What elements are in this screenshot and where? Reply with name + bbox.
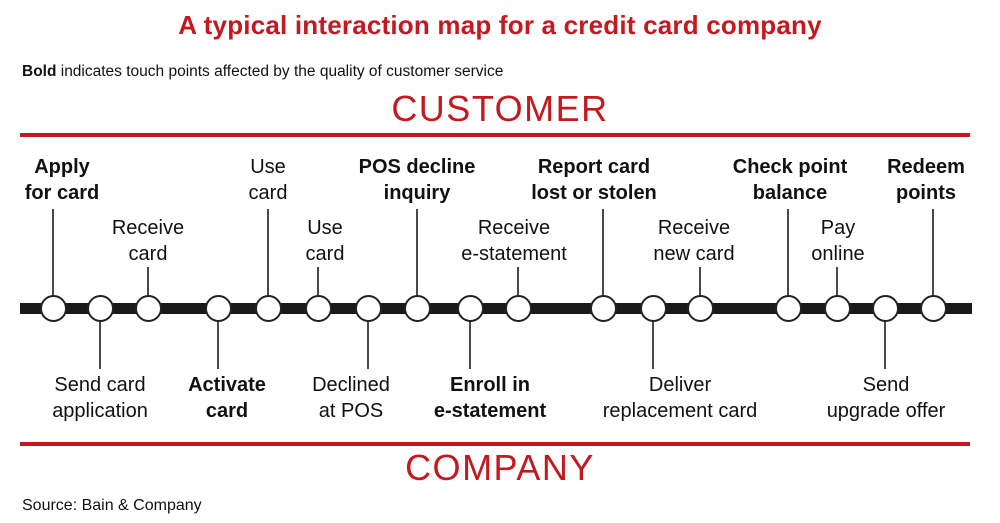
node-circle [504, 295, 532, 322]
node-label-line: balance [752, 182, 828, 204]
node-label-line: Pay [820, 217, 856, 239]
node-label-line: Receive [111, 217, 185, 239]
node-label-line: Declined [312, 374, 390, 396]
node-label-line: e-statement [461, 243, 567, 265]
node-label: Redeem points [887, 154, 965, 206]
node-circle [304, 295, 332, 322]
node-connector [267, 209, 269, 296]
node-connector [367, 321, 369, 369]
node-label-line: upgrade offer [826, 400, 946, 422]
node-label-line: Enroll in [449, 374, 530, 396]
node-connector [217, 321, 219, 369]
node-label-line: card [205, 400, 249, 422]
company-heading: COMPANY [405, 447, 595, 488]
node-circle [354, 295, 382, 322]
node-connector [517, 267, 519, 296]
node-label: Pay online [811, 215, 864, 267]
node-label-line: Deliver [648, 374, 712, 396]
node-circle [39, 295, 67, 322]
node-label-line: Receive [477, 217, 551, 239]
node-connector [52, 209, 54, 296]
node-label-line: card [248, 182, 288, 204]
customer-heading: CUSTOMER [391, 88, 609, 129]
node-circle [589, 295, 617, 322]
node-label-line: points [896, 182, 956, 204]
node-label: Use card [306, 215, 345, 267]
node-label: Send upgrade offer [827, 372, 946, 424]
node-label-line: Report card [537, 156, 651, 178]
legend-text: indicates touch points affected by the q… [56, 63, 504, 80]
node-label: Receive card [112, 215, 184, 267]
node-label: Enroll in e-statement [434, 372, 546, 424]
node-circle [639, 295, 667, 322]
node-label-line: card [305, 243, 345, 265]
source-note: Source: Bain & Company [22, 497, 202, 514]
node-circle [686, 295, 714, 322]
node-connector [147, 267, 149, 296]
node-circle [774, 295, 802, 322]
node-circle [204, 295, 232, 322]
node-label: Report card lost or stolen [531, 154, 657, 206]
legend-bold-word: Bold [22, 63, 57, 80]
node-connector [932, 209, 934, 296]
node-circle [254, 295, 282, 322]
node-label-line: inquiry [383, 182, 451, 204]
node-connector [652, 321, 654, 369]
node-connector [836, 267, 838, 296]
node-circle [871, 295, 899, 322]
node-connector [416, 209, 418, 296]
node-connector [99, 321, 101, 369]
node-circle [456, 295, 484, 322]
node-label-line: POS decline [358, 156, 476, 178]
timeline-bar [20, 303, 972, 314]
node-label-line: Send [862, 374, 910, 396]
node-label-line: e-statement [433, 400, 547, 422]
node-label: Check point balance [733, 154, 847, 206]
company-divider [20, 442, 970, 446]
node-label-line: Send card [54, 374, 146, 396]
node-label-line: replacement card [602, 400, 758, 422]
node-label-line: Use [307, 217, 343, 239]
node-label: Activate card [188, 372, 266, 424]
node-label: Deliver replacement card [603, 372, 758, 424]
node-label-line: online [811, 243, 865, 265]
node-label-line: lost or stolen [531, 182, 657, 204]
node-label-line: for card [24, 182, 100, 204]
legend-note: Bold indicates touch points affected by … [22, 63, 503, 81]
node-connector [884, 321, 886, 369]
node-label-line: Apply [34, 156, 90, 178]
node-circle [134, 295, 162, 322]
node-connector [469, 321, 471, 369]
node-circle [919, 295, 947, 322]
page-title: A typical interaction map for a credit c… [178, 10, 822, 40]
customer-divider [20, 133, 970, 137]
node-connector [699, 267, 701, 296]
node-label: Receive new card [653, 215, 734, 267]
node-label: POS decline inquiry [359, 154, 476, 206]
node-label-line: Receive [657, 217, 731, 239]
node-label-line: at POS [318, 400, 384, 422]
node-label-line: Activate [188, 374, 266, 396]
node-connector [602, 209, 604, 296]
node-label-line: Redeem [887, 156, 965, 178]
node-label: Apply for card [25, 154, 99, 206]
node-connector [787, 209, 789, 296]
node-circle [403, 295, 431, 322]
node-label: Receive e-statement [461, 215, 567, 267]
node-label-line: card [128, 243, 168, 265]
node-circle [86, 295, 114, 322]
node-label-line: Use [250, 156, 286, 178]
node-label-line: application [52, 400, 148, 422]
node-label: Send card application [52, 372, 148, 424]
node-label: Declined at POS [312, 372, 390, 424]
node-label-line: Check point [732, 156, 848, 178]
node-label-line: new card [653, 243, 735, 265]
node-circle [823, 295, 851, 322]
node-label: Use card [249, 154, 288, 206]
node-connector [317, 267, 319, 296]
